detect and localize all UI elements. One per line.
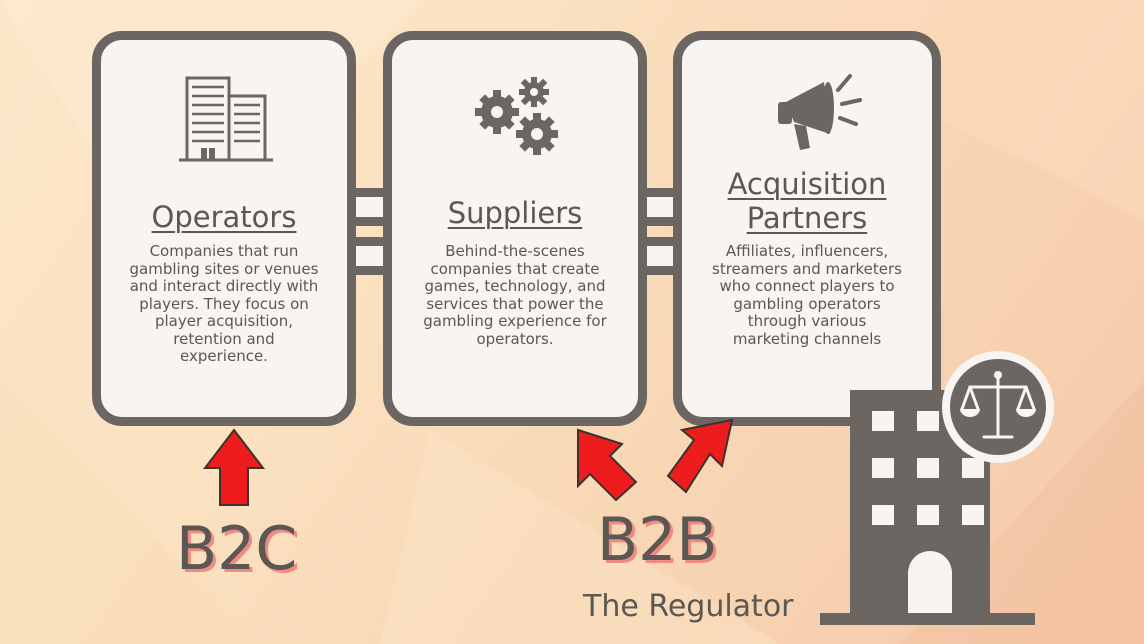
card-title-line2: Partners: [746, 201, 868, 235]
arrow-to-partners: [666, 418, 734, 494]
card-operators: Operators Companies that run gambling si…: [92, 31, 356, 426]
megaphone-icon: [778, 74, 862, 150]
gears-icon: [475, 77, 558, 155]
arrow-to-suppliers: [577, 428, 638, 502]
b2c-label: B2C: [176, 514, 298, 584]
building-icon: [179, 76, 273, 162]
card-suppliers: Suppliers Behind-the-scenes companies th…: [383, 31, 647, 426]
card-title: Suppliers: [447, 196, 583, 230]
card-title: Operators: [151, 200, 297, 234]
courthouse-with-scales-icon: [820, 351, 1054, 625]
b2b-label: B2B: [597, 505, 718, 575]
card-description: Affiliates, influencers, streamers and m…: [712, 242, 902, 348]
card-acquisition-partners: Acquisition Partners Affiliates, influen…: [673, 31, 941, 426]
card-title-line1: Acquisition: [727, 167, 887, 201]
regulator-label: The Regulator: [583, 589, 794, 624]
card-description: Companies that run gambling sites or ven…: [129, 242, 319, 365]
card-description: Behind-the-scenes companies that create …: [423, 242, 607, 348]
arrow-up-b2c: [202, 428, 266, 506]
